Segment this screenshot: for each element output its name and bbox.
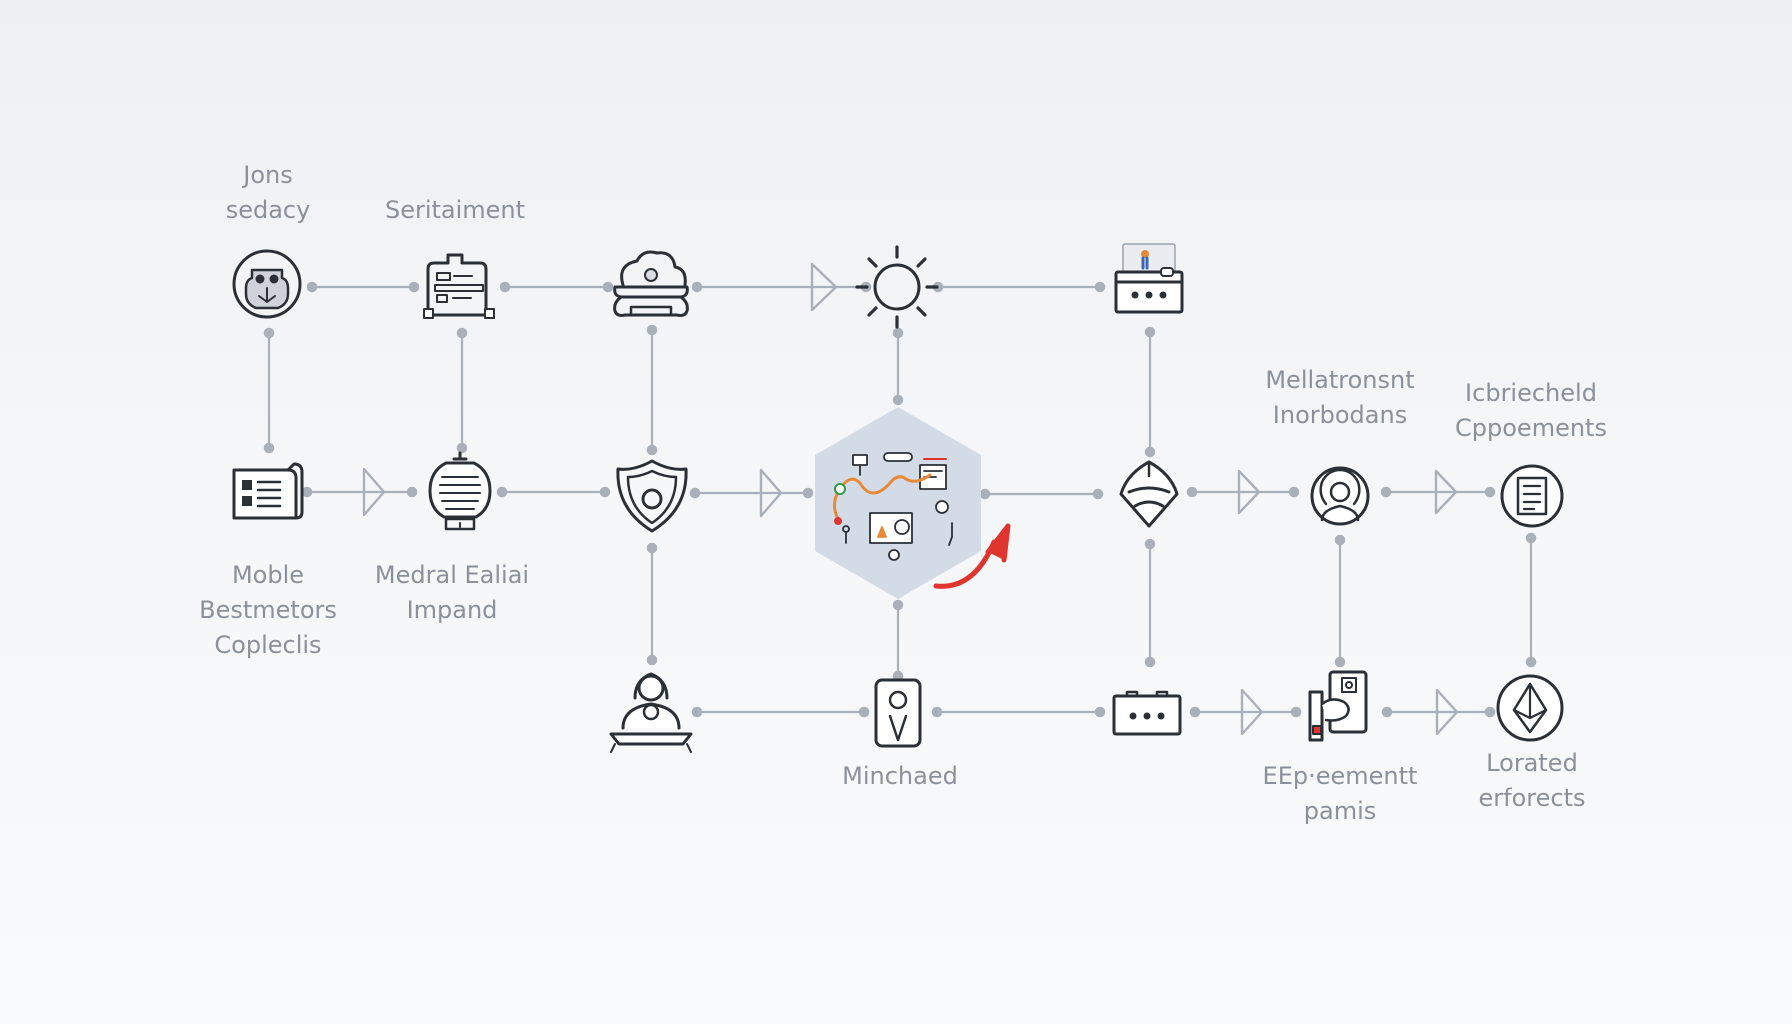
label-mellatronsnt: Mellatronsnt Inorbodans <box>1265 363 1414 433</box>
phone-hand-icon <box>1308 670 1368 742</box>
newspaper-icon <box>232 462 304 520</box>
ethereum-circle-icon <box>1496 674 1564 742</box>
lightbulb-icon <box>428 451 492 531</box>
label-line: Icbriecheld <box>1465 379 1597 407</box>
robot-head-icon <box>232 249 302 319</box>
user-head-icon <box>1310 466 1370 526</box>
label-line: Mellatronsnt <box>1265 366 1415 394</box>
label-jons-sedacy: Jons sedacy <box>226 158 311 228</box>
person-laptop-icon <box>609 672 693 753</box>
direction-arrows <box>362 262 1459 736</box>
label-line: Moble <box>231 561 305 589</box>
building-document-icon <box>423 253 495 319</box>
device-window-icon <box>1114 243 1184 314</box>
label-line: Jons <box>243 161 293 189</box>
label-icbriecheld: Icbriecheld Cppoements <box>1455 376 1607 446</box>
label-minchaed: Minchaed <box>842 759 958 794</box>
label-line: Minchaed <box>842 762 958 790</box>
arrow-right-icon <box>362 467 386 517</box>
label-moble-bestmetors: Moble Bestmetors Copleclis <box>199 558 337 663</box>
sun-icon <box>855 245 939 329</box>
label-line: Impand <box>406 596 498 624</box>
person-card-icon <box>874 678 922 748</box>
arrow-right-icon <box>1240 688 1264 736</box>
label-line: erforects <box>1478 784 1586 812</box>
label-line: Lorated <box>1486 749 1578 777</box>
label-line: sedacy <box>225 196 311 224</box>
connectors <box>263 281 1537 718</box>
hexagon-hub-icon <box>815 407 981 599</box>
curved-arrow-icon <box>933 523 1011 589</box>
label-line: Bestmetors <box>199 596 337 624</box>
shield-icon <box>616 459 688 533</box>
arrow-right-icon <box>1237 469 1261 515</box>
diamond-leaf-icon <box>1119 460 1179 528</box>
arrow-right-icon <box>810 262 838 312</box>
document-circle-icon <box>1500 464 1564 528</box>
arrow-right-icon <box>759 468 783 518</box>
label-line: EEp·eementt <box>1262 762 1418 790</box>
label-seritaiment: Seritaiment <box>385 193 525 228</box>
dots-box-icon <box>1112 690 1182 736</box>
label-lorated: Lorated erforects <box>1479 746 1586 816</box>
label-medral-ealiai: Medral Ealiai Impand <box>375 558 529 628</box>
label-line: Cppoements <box>1455 414 1607 442</box>
label-line: Seritaiment <box>384 196 526 224</box>
label-eepeementt: EEp·eementt pamis <box>1263 759 1418 829</box>
label-line: pamis <box>1303 797 1377 825</box>
label-line: Medral Ealiai <box>374 561 530 589</box>
arrow-right-icon <box>1435 688 1459 736</box>
label-line: Inorbodans <box>1272 401 1408 429</box>
label-line: Copleclis <box>214 631 322 659</box>
arrow-right-icon <box>1434 469 1458 515</box>
cloud-car-icon <box>613 250 689 317</box>
